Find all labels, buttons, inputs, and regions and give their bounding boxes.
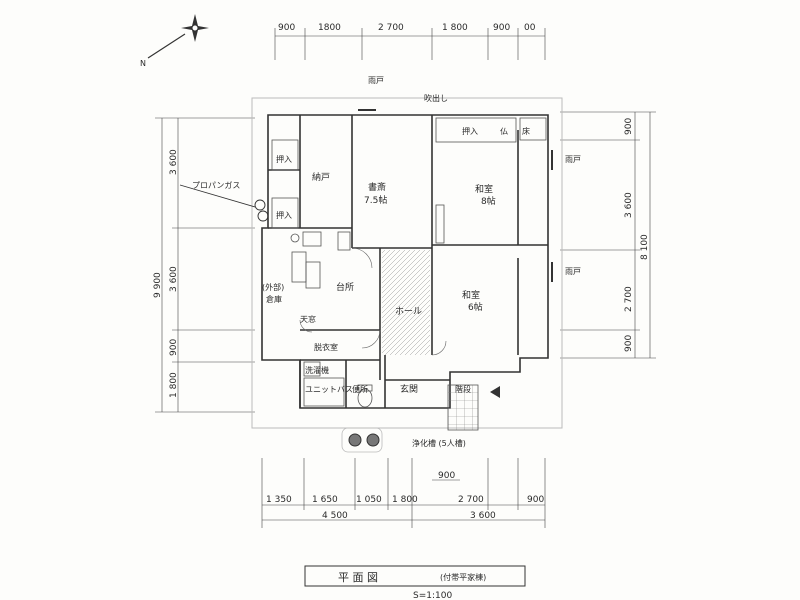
- dimension-left: [155, 117, 255, 413]
- dim-bottom-3: 1 050: [356, 495, 382, 505]
- title-main: 平 面 図: [338, 571, 378, 584]
- dim-right-4: 900: [624, 335, 634, 352]
- dim-bottom-6: 900: [527, 495, 544, 505]
- shutter-marks: [358, 109, 553, 282]
- room-toilet: 便所: [352, 384, 368, 394]
- dim-right-total: 8 100: [640, 234, 650, 260]
- dim-top-2: 1800: [318, 23, 341, 33]
- room-washitsu-bottom: 和室: [462, 289, 480, 301]
- title-block: 平 面 図 (付帯平家棟) S=1:100: [304, 565, 526, 600]
- compass-label: N: [140, 59, 146, 68]
- label-fukidashi: 吹出し: [424, 93, 448, 103]
- label-septic: 浄化槽 (5人槽): [412, 438, 466, 448]
- title-sub: (付帯平家棟): [440, 572, 486, 582]
- room-washitsu-top-size: 8帖: [481, 195, 496, 207]
- dim-bottom-4: 1 800: [392, 495, 418, 505]
- room-storage-top: 納戸: [312, 171, 330, 183]
- label-propane: プロパンガス: [192, 180, 240, 190]
- dim-top-3: 2 700: [378, 23, 404, 33]
- compass-icon: N: [140, 14, 209, 68]
- dim-bottom-5: 2 700: [458, 495, 484, 505]
- dim-left-3: 900: [169, 339, 179, 356]
- dim-bottom-total-2: 3 600: [470, 511, 496, 521]
- room-kitchen: 台所: [336, 281, 354, 293]
- dim-right-1: 900: [624, 118, 634, 135]
- hall-floor: [382, 250, 430, 355]
- dim-bottom-total-1: 4 500: [322, 511, 348, 521]
- dimension-bottom: [261, 458, 546, 528]
- entrance-tile: [447, 384, 479, 431]
- label-kaidan: 階段: [455, 384, 471, 394]
- room-study: 書斎: [368, 181, 386, 193]
- kitchen-fixtures: [290, 231, 351, 289]
- dim-top-6: 00: [524, 23, 536, 33]
- dim-left-2: 3 600: [169, 266, 179, 292]
- dim-top-5: 900: [493, 23, 510, 33]
- room-utility: 倉庫: [266, 294, 282, 304]
- septic-tank: [341, 427, 383, 453]
- room-unit-bath: ユニットバス: [305, 385, 353, 394]
- dimension-right: [560, 111, 656, 359]
- dim-left-total: 9 900: [153, 272, 163, 298]
- dim-top-4: 1 800: [442, 23, 468, 33]
- label-amado-top: 雨戸: [368, 76, 384, 85]
- dim-left-1: 3 600: [169, 149, 179, 175]
- door-swings: [299, 247, 447, 356]
- room-utility-outside: (外部): [262, 282, 284, 292]
- dim-bottom-inner: 900: [438, 471, 455, 481]
- dim-right-2: 3 600: [624, 192, 634, 218]
- label-oshiire-1: 押入: [276, 154, 292, 164]
- label-butsudan: 仏: [500, 127, 508, 136]
- bath-fixtures: [303, 361, 373, 408]
- propane-tank-icon: [179, 184, 269, 222]
- dim-bottom-1: 1 350: [266, 495, 292, 505]
- label-oshiire-2: 押入: [276, 210, 292, 220]
- room-dressing: 脱衣室: [314, 342, 338, 352]
- closets: [271, 117, 547, 244]
- room-washitsu-bottom-size: 6帖: [468, 301, 483, 313]
- room-entrance: 玄関: [400, 383, 418, 395]
- label-amado-right-2: 雨戸: [565, 267, 581, 276]
- dimension-top: [274, 28, 546, 60]
- dim-left-4: 1 800: [169, 372, 179, 398]
- label-tokonoma: 床: [522, 126, 530, 136]
- dim-right-3: 2 700: [624, 286, 634, 312]
- label-tenmado: 天窓: [300, 314, 316, 324]
- dim-top-1: 900: [278, 23, 295, 33]
- label-oshiire-3: 押入: [462, 126, 478, 136]
- label-washer: 洗濯機: [305, 365, 329, 375]
- room-hall: ホール: [395, 306, 422, 317]
- title-scale: S=1:100: [413, 591, 452, 600]
- dim-bottom-2: 1 650: [312, 495, 338, 505]
- site-boundary: [251, 97, 563, 429]
- entrance-arrow-icon: [490, 386, 500, 398]
- room-study-size: 7.5帖: [364, 194, 387, 206]
- label-amado-right-1: 雨戸: [565, 155, 581, 164]
- room-washitsu-top: 和室: [475, 183, 493, 195]
